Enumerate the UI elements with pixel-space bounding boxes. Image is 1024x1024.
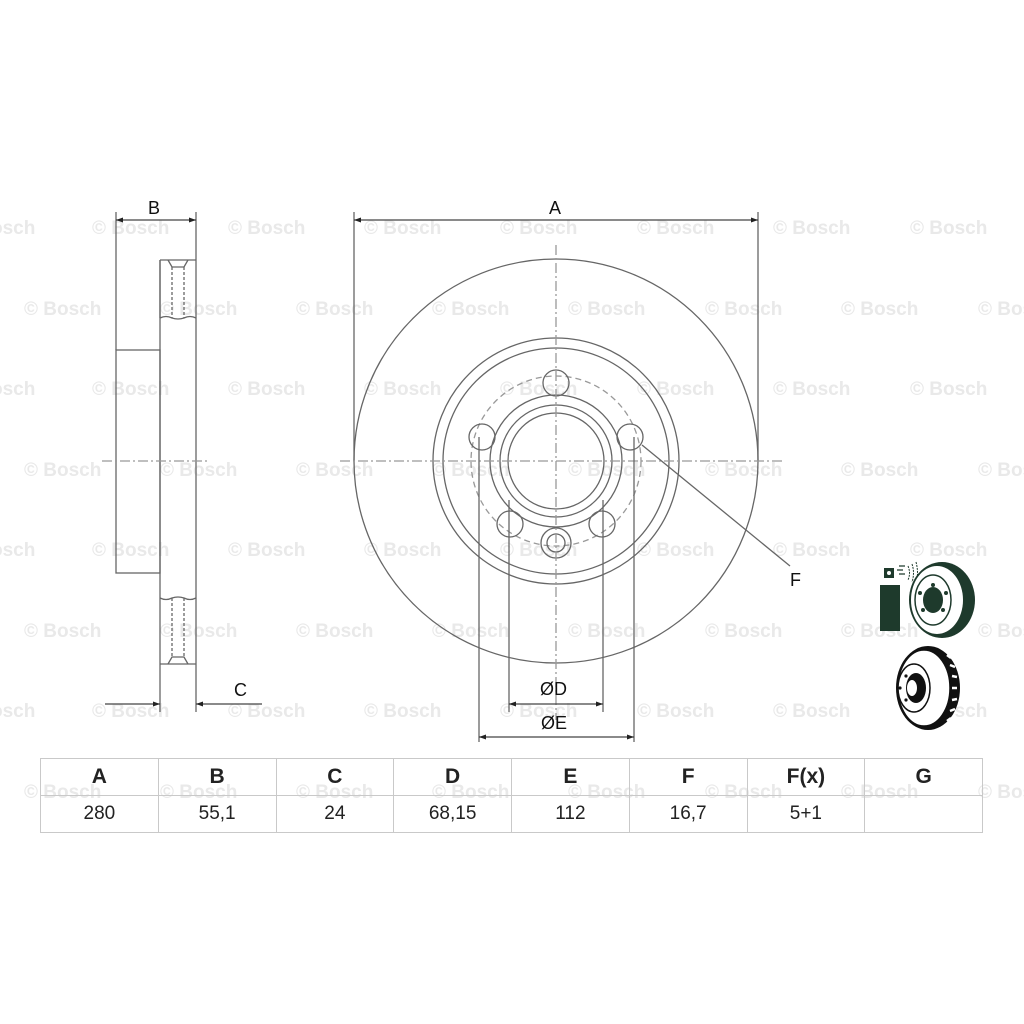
value-e: 112 [511,795,630,833]
dim-a-label: A [549,198,562,218]
header-a: A [40,758,159,796]
header-f: F [628,758,748,796]
spec-table-header-row: A B C D E F F(x) G [40,758,983,796]
header-g: G [864,758,983,796]
header-d: D [393,758,512,796]
dim-b-label: B [148,198,161,218]
value-a: 280 [40,795,159,833]
value-d: 68,15 [393,795,512,833]
vented-disc-icon [896,646,960,730]
dim-e-label: ØE [541,713,568,733]
dim-d-label: ØD [540,679,567,699]
value-f: 16,7 [628,795,748,833]
header-c: C [275,758,395,796]
dim-c-label: C [234,680,247,700]
side-view [102,212,262,712]
header-e: E [511,758,630,796]
header-fx: F(x) [746,758,866,796]
value-fx: 5+1 [746,795,866,833]
spec-table-value-row: 280 55,1 24 68,15 112 16,7 5+1 [40,795,983,833]
header-b: B [157,758,277,796]
front-view [340,212,791,742]
spec-table: A B C D E F F(x) G 280 55,1 24 68,15 112… [40,758,983,833]
dim-f-label: F [790,570,801,590]
spray-coated-disc-icon [880,561,975,638]
value-c: 24 [275,795,395,833]
value-g [864,795,983,833]
value-b: 55,1 [157,795,277,833]
